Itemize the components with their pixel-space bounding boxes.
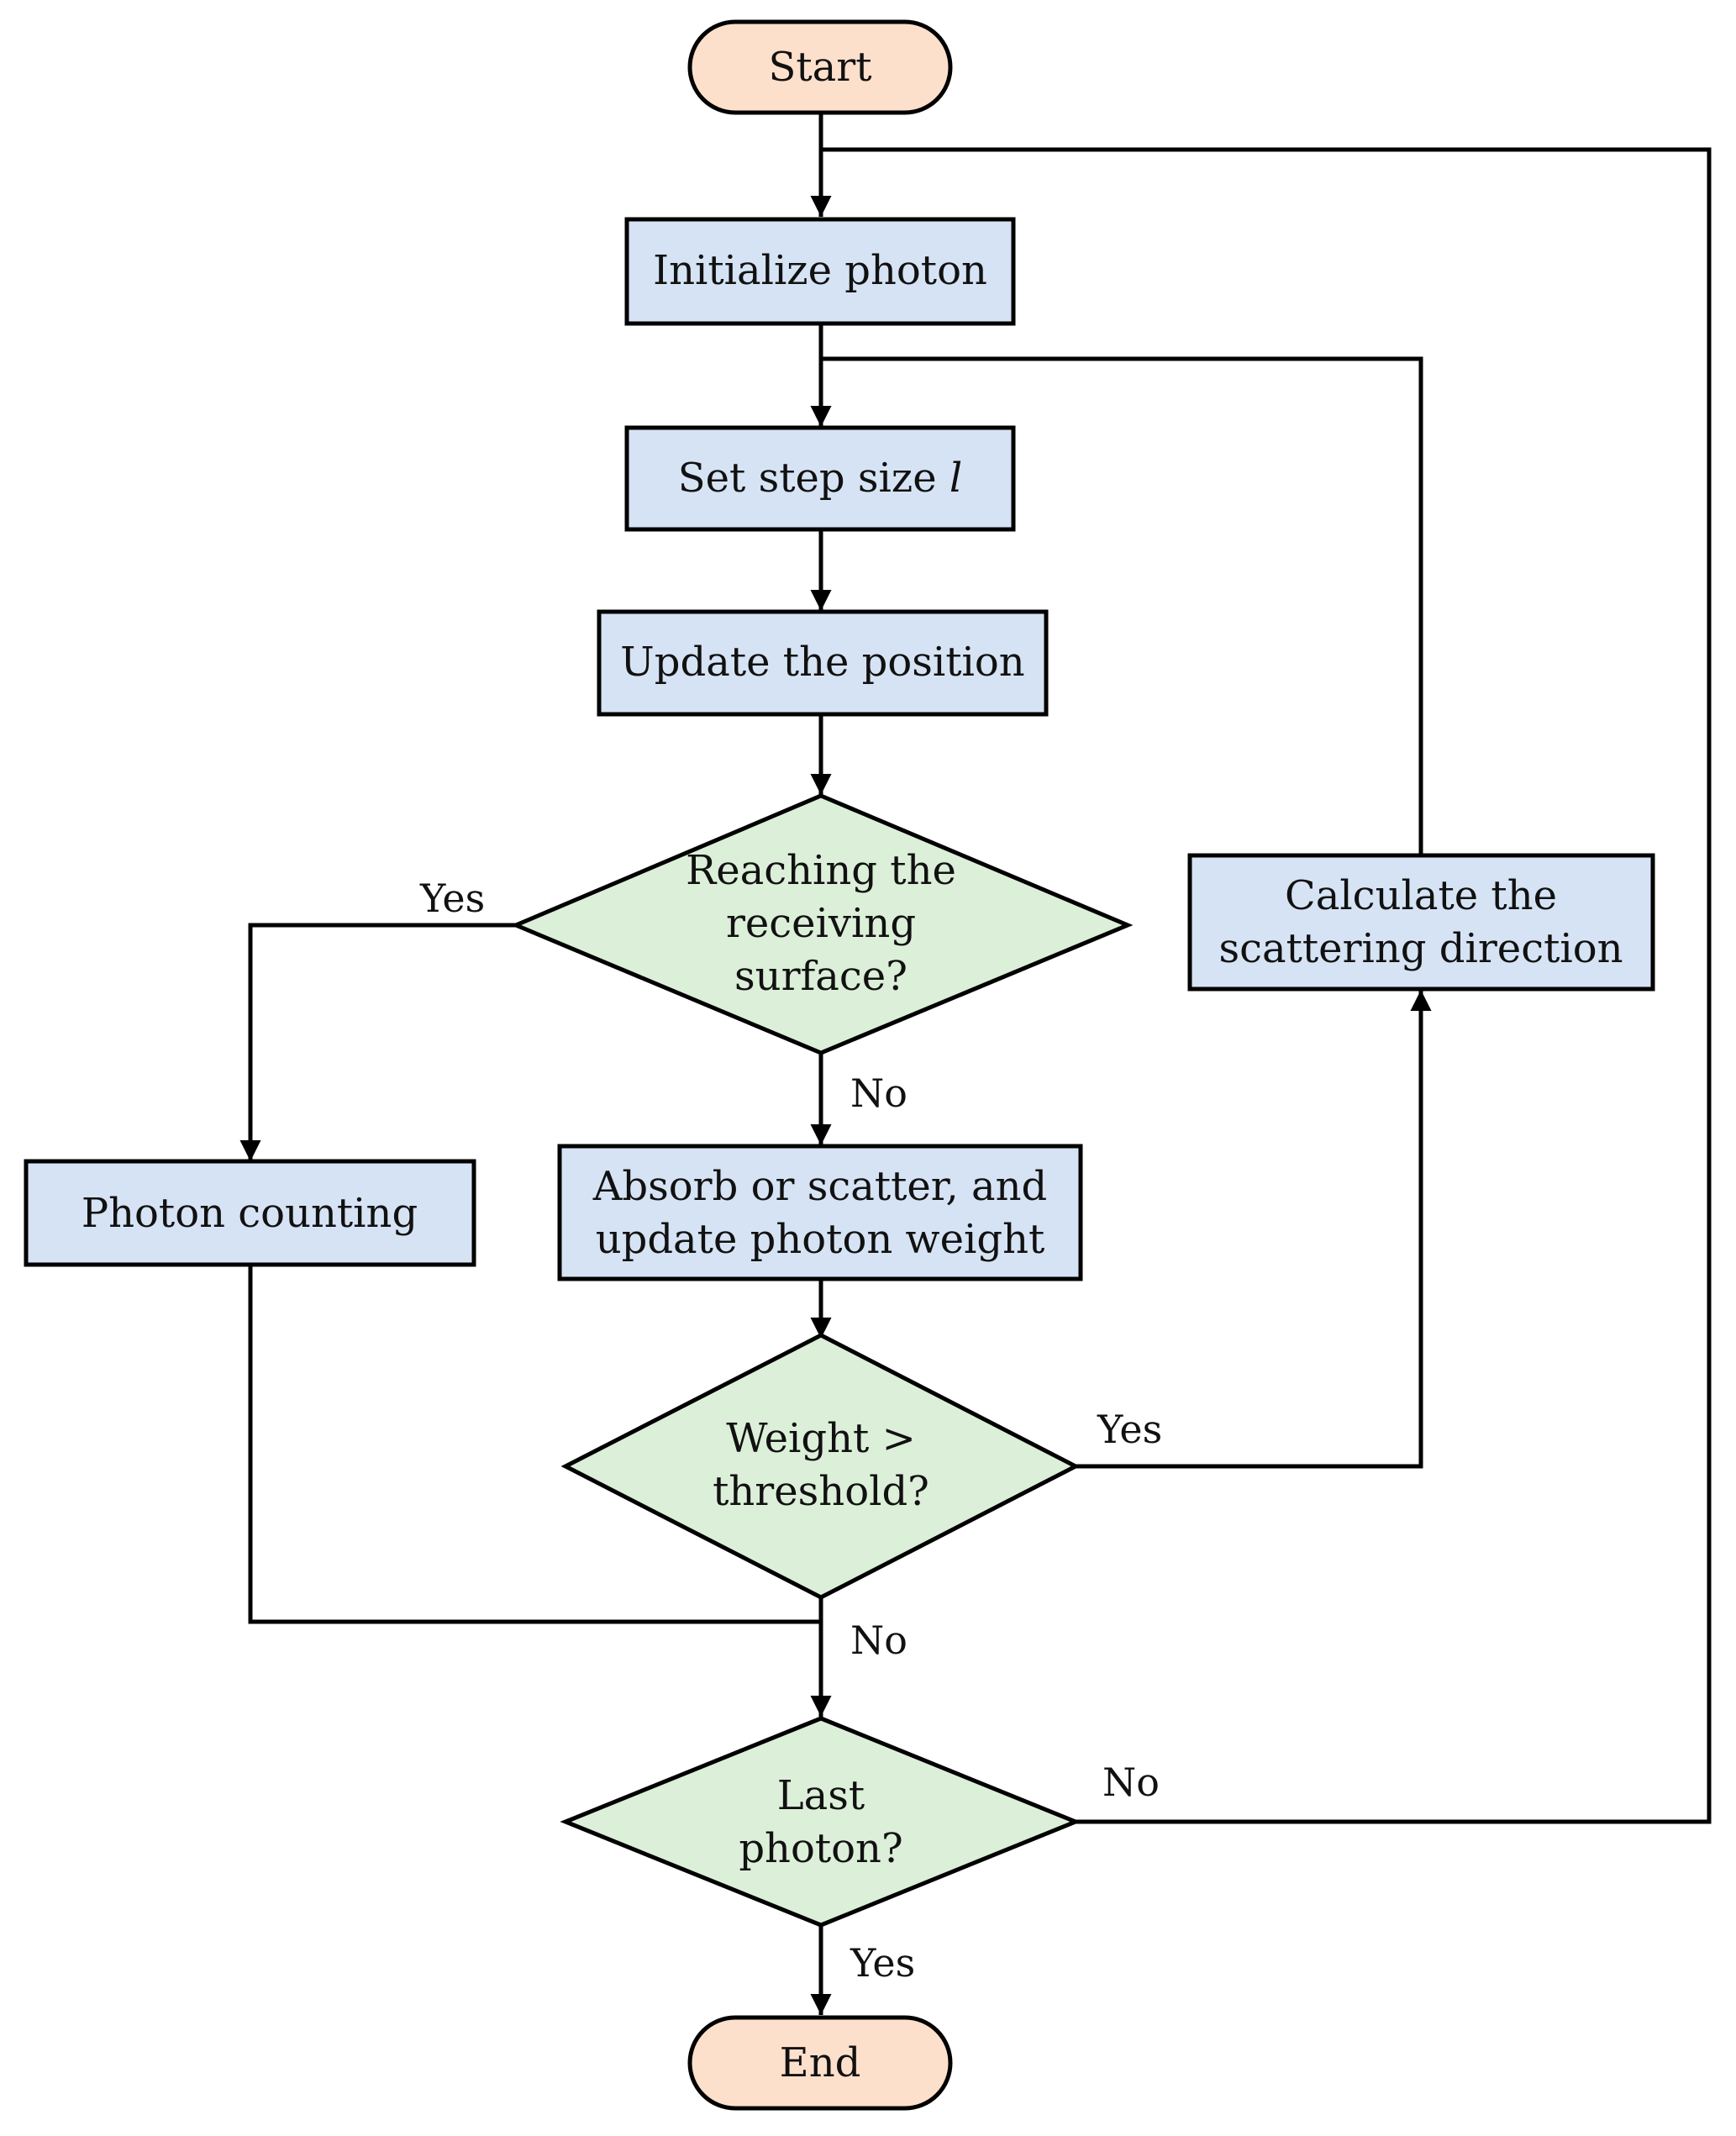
start-terminal: Start xyxy=(687,19,953,115)
scattering-direction-box: Calculate the scattering direction xyxy=(1187,853,1655,992)
update-position-box: Update the position xyxy=(597,609,1049,717)
last-line-2: photon? xyxy=(739,1825,902,1872)
absorb-line-1: Absorb or scatter, and xyxy=(592,1163,1048,1210)
initialize-photon-box: Initialize photon xyxy=(624,217,1016,326)
last-no-label: No xyxy=(1102,1760,1160,1805)
edge-weight-calc xyxy=(1076,990,1432,1469)
calc-line-2: scattering direction xyxy=(1218,925,1623,972)
end-label: End xyxy=(780,2039,861,2086)
photon-counting-label: Photon counting xyxy=(82,1190,418,1237)
reach-line-1: Reaching the xyxy=(686,847,956,894)
edge-reach-count xyxy=(239,923,516,1161)
weight-line-2: threshold? xyxy=(713,1468,929,1515)
weight-threshold-decision: Weight > threshold? xyxy=(560,1333,1081,1600)
weight-yes-label: Yes xyxy=(1097,1407,1162,1452)
calc-line-1: Calculate the xyxy=(1285,872,1557,919)
set-step-size-label: Set step size l xyxy=(678,455,962,502)
set-step-size-box: Set step size l xyxy=(624,425,1016,532)
reach-line-3: surface? xyxy=(734,953,907,1000)
weight-line-1: Weight > xyxy=(726,1415,916,1462)
step-size-variable: l xyxy=(950,455,962,502)
initialize-photon-label: Initialize photon xyxy=(653,247,987,294)
set-step-size-text: Set step size xyxy=(678,455,937,502)
reach-no-label: No xyxy=(850,1071,907,1116)
start-label: Start xyxy=(768,44,871,91)
last-line-1: Last xyxy=(777,1772,865,1819)
edge-last-init xyxy=(821,147,1712,1824)
reach-line-2: receiving xyxy=(726,900,916,947)
photon-counting-box: Photon counting xyxy=(24,1159,476,1267)
update-position-label: Update the position xyxy=(620,639,1024,686)
edge-calc-step xyxy=(821,356,1423,855)
reach-yes-label: Yes xyxy=(419,876,485,921)
reaching-surface-decision: Reaching the receiving surface? xyxy=(510,793,1134,1055)
weight-no-label: No xyxy=(850,1618,907,1663)
end-terminal: End xyxy=(687,2015,953,2111)
connectors xyxy=(239,113,1712,2015)
edge-labels: Yes No Yes No No Yes xyxy=(419,876,1162,1986)
absorb-scatter-box: Absorb or scatter, and update photon wei… xyxy=(557,1144,1083,1281)
last-photon-decision: Last photon? xyxy=(560,1716,1081,1928)
last-yes-label: Yes xyxy=(850,1940,915,1986)
edge-count-merge xyxy=(248,1265,821,1624)
absorb-line-2: update photon weight xyxy=(596,1216,1045,1263)
